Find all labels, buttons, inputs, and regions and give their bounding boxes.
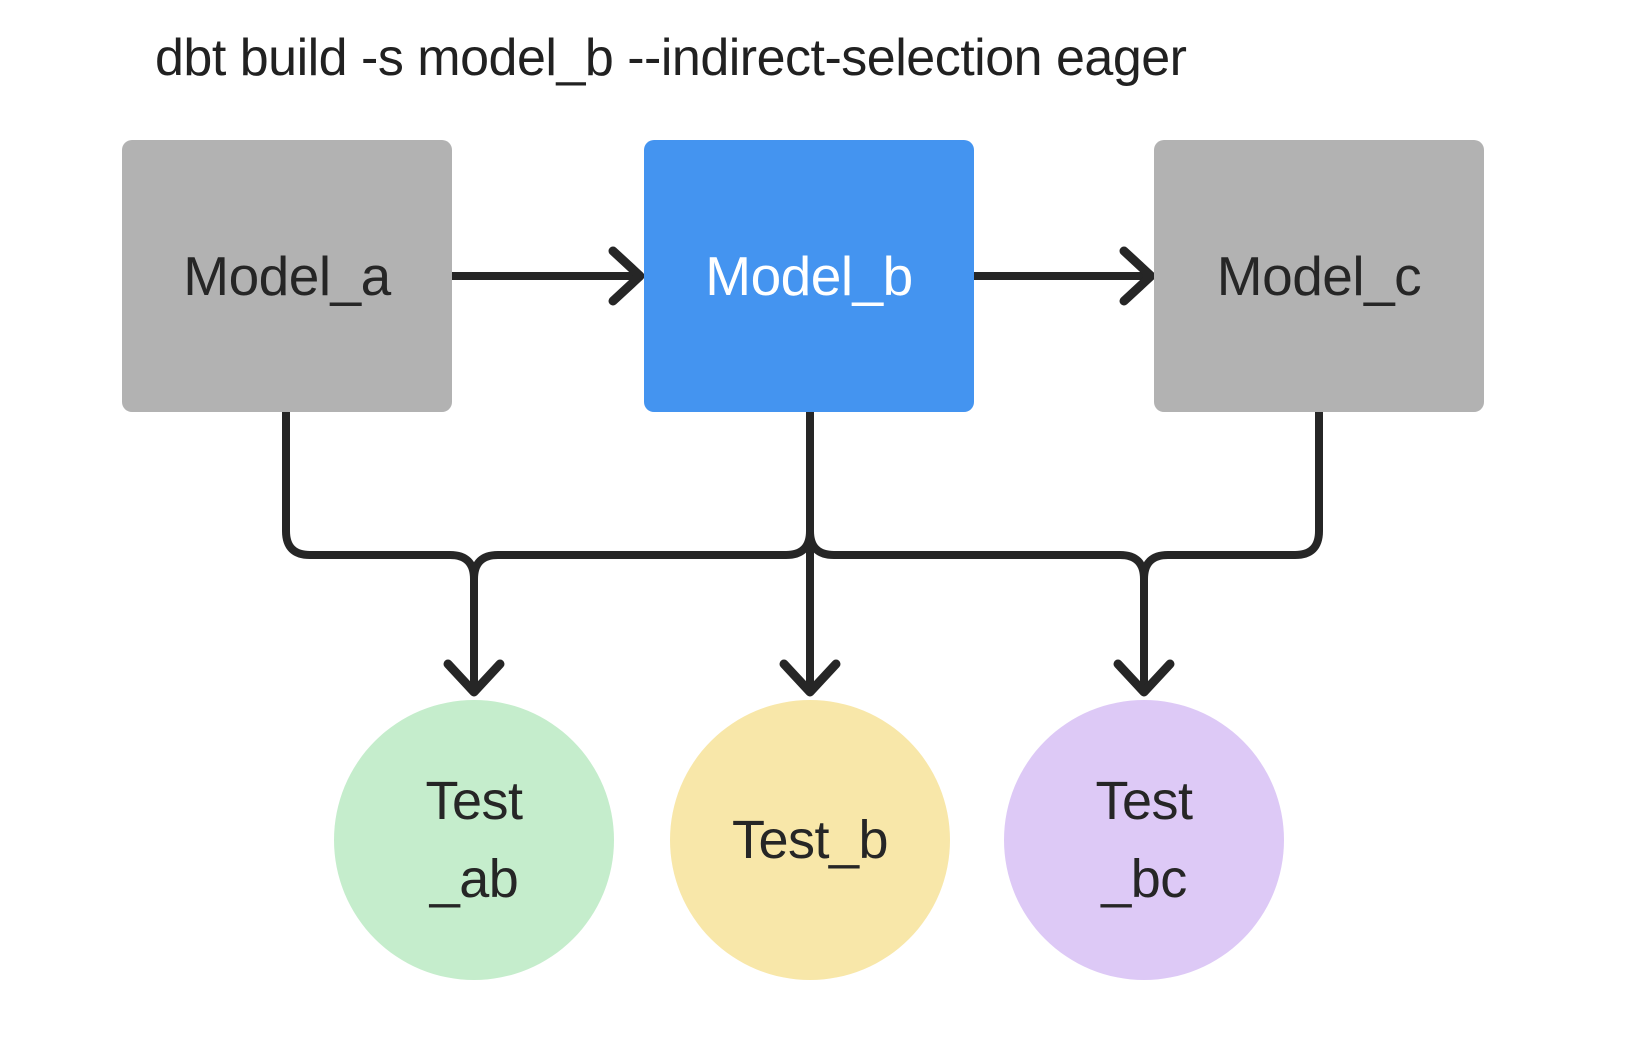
node-test-ab-label-line2: _ab: [429, 849, 519, 909]
edge-model-b-to-test-ab: [470, 410, 814, 687]
arrowhead-test-bc: [1113, 659, 1175, 697]
edge-stroke-group: [282, 246, 1323, 697]
edge-model-c-to-test-bc: [1140, 410, 1323, 687]
arrowhead-test-b: [779, 659, 841, 697]
command-title: dbt build -s model_b --indirect-selectio…: [155, 29, 1187, 87]
node-model-a-label: Model_a: [183, 245, 391, 307]
arrowhead-test-ab: [443, 659, 505, 697]
arrowhead-model-a-to-model-b: [608, 246, 645, 306]
node-test-b: Test_b: [670, 700, 950, 980]
node-test-bc-label-line1: Test: [1095, 770, 1193, 831]
node-test-ab: Test _ab: [334, 700, 614, 980]
node-model-b: Model_b: [644, 140, 974, 412]
node-test-bc: Test _bc: [1004, 700, 1284, 980]
node-model-c: Model_c: [1154, 140, 1484, 412]
edge-model-a-to-test-ab: [282, 410, 478, 687]
arrowhead-model-b-to-model-c: [1119, 246, 1156, 306]
node-model-b-label: Model_b: [705, 245, 913, 307]
node-model-c-label: Model_c: [1216, 245, 1422, 307]
node-model-a: Model_a: [122, 140, 452, 412]
node-test-bc-label-line2: _bc: [1101, 849, 1187, 909]
node-test-b-label: Test_b: [731, 809, 889, 870]
node-test-ab-label-line1: Test: [425, 770, 523, 831]
edge-model-b-to-test-bc: [806, 410, 1148, 687]
